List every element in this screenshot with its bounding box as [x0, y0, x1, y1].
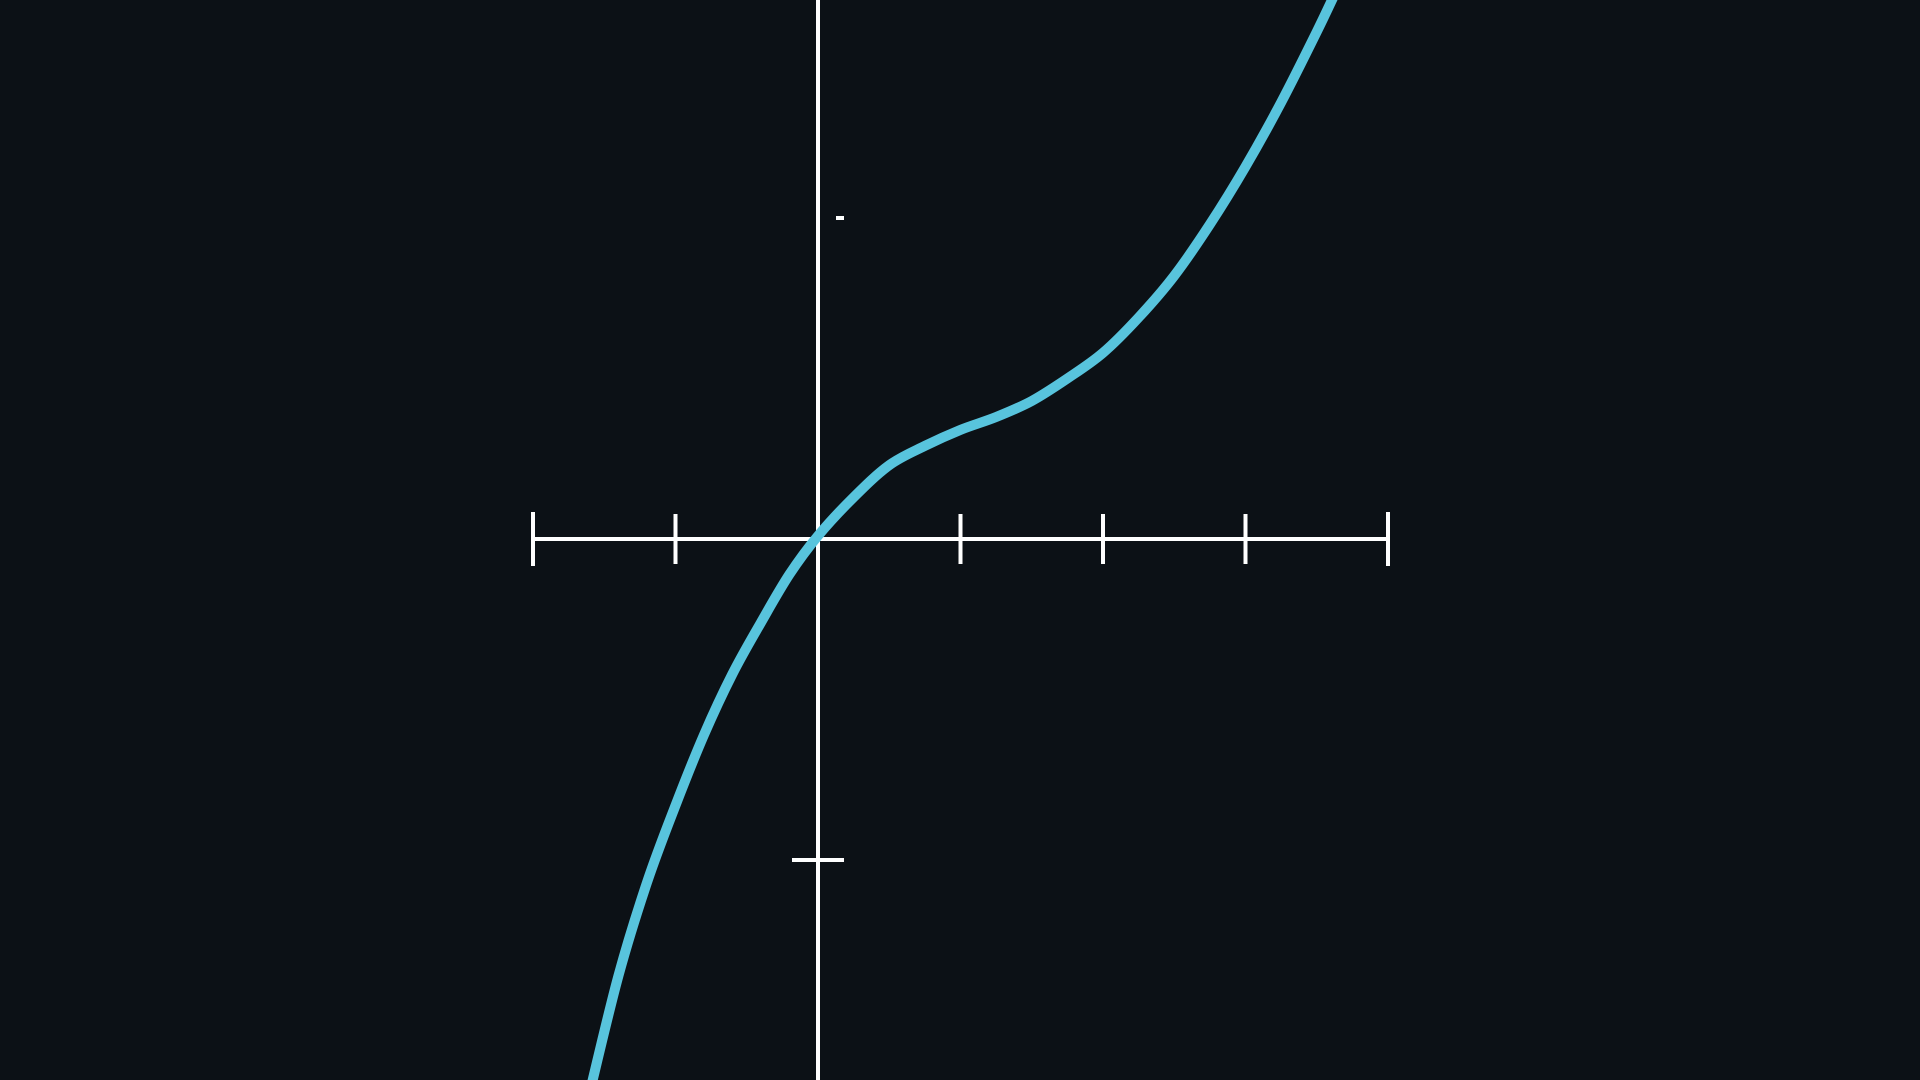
series-line [587, 0, 1338, 1080]
curve-group [587, 0, 1338, 1080]
